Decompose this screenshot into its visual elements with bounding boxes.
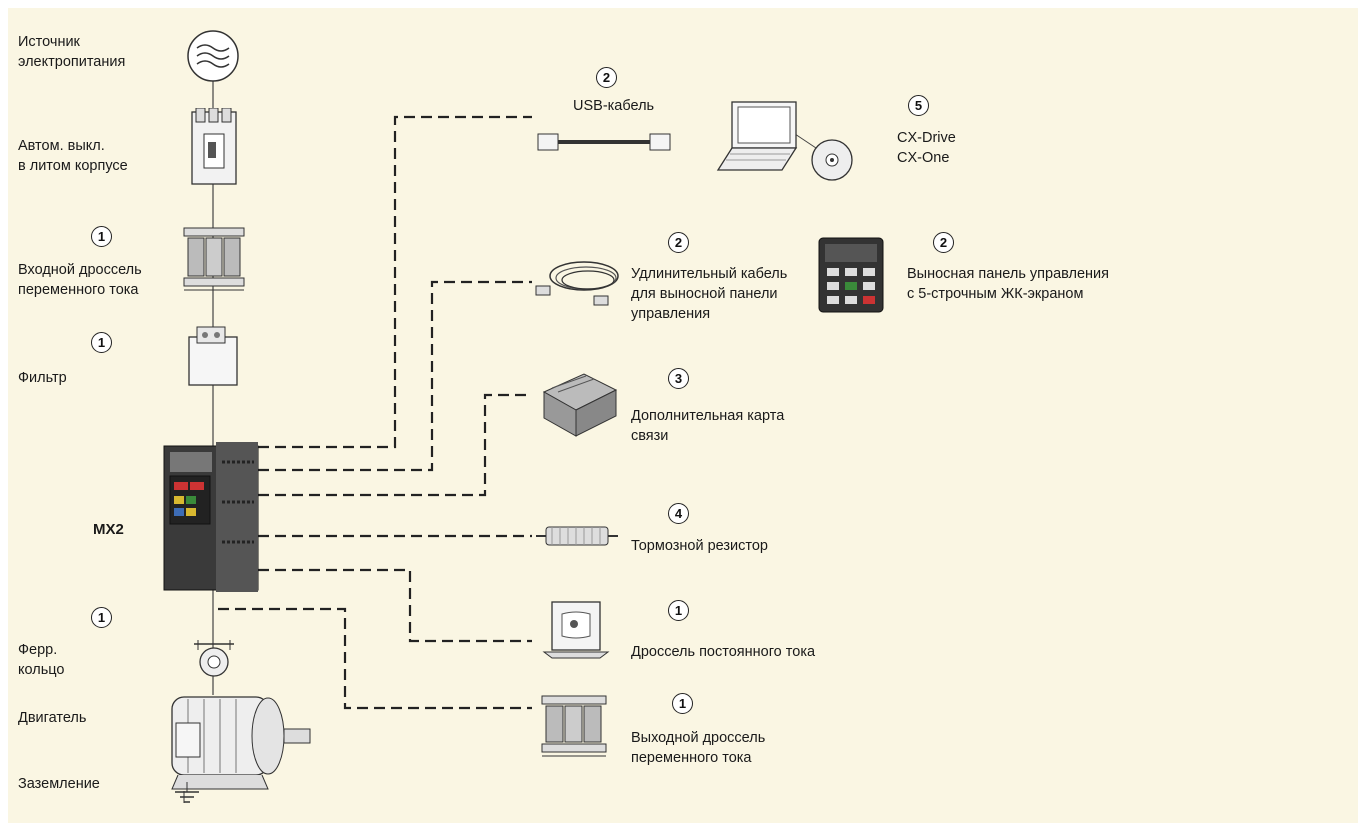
ferrite-number-badge: 1 (91, 607, 112, 628)
usb-number-badge: 2 (596, 67, 617, 88)
motor-icon (171, 696, 311, 803)
mx2-drive-icon (163, 442, 259, 592)
brake-resistor-number-badge: 4 (668, 503, 689, 524)
breaker-label: Автом. выкл.в литом корпусе (18, 138, 128, 174)
remote-panel-number-badge: 2 (933, 232, 954, 253)
circuit-breaker-icon (191, 108, 237, 185)
communication-card-icon (542, 373, 618, 437)
ferrite-ring-icon (194, 640, 234, 677)
cd-icon (811, 139, 853, 181)
dc-choke-label: Дроссель постоянного тока (631, 644, 816, 660)
ground-icon (175, 782, 199, 803)
dc-choke-number-badge: 1 (668, 600, 689, 621)
ext-cable-link (258, 280, 532, 472)
filter-icon (188, 326, 238, 386)
brake-resistor-icon (536, 526, 618, 546)
output-choke-icon (541, 695, 607, 757)
brake-resistor-label: Тормозной резистор (631, 538, 768, 554)
drive-label: MX2 (93, 521, 124, 538)
extension-cable-icon (535, 261, 619, 306)
input-choke-icon (183, 227, 245, 291)
comm-card-link (258, 393, 532, 497)
ext-cable-number-badge: 2 (668, 232, 689, 253)
usb-cable-icon (537, 133, 671, 151)
filter-label: Фильтр (18, 370, 67, 386)
filter-number-badge: 1 (91, 332, 112, 353)
software-number-badge: 5 (908, 95, 929, 116)
usb-label: USB-кабель (573, 98, 655, 114)
comm-card-number-badge: 3 (668, 368, 689, 389)
ground-label: Заземление (18, 776, 100, 792)
remote-panel-icon (818, 237, 884, 313)
input-choke-number-badge: 1 (91, 226, 112, 247)
output-choke-number-badge: 1 (672, 693, 693, 714)
power-source-icon (187, 30, 239, 82)
motor-label: Двигатель (18, 710, 87, 726)
ferrite-label: Ферр.кольцо (18, 642, 65, 678)
dc-choke-link (258, 568, 532, 643)
dc-choke-icon (542, 601, 610, 659)
usb-link (258, 115, 532, 449)
laptop-icon (716, 101, 798, 171)
output-choke-link (218, 607, 532, 710)
